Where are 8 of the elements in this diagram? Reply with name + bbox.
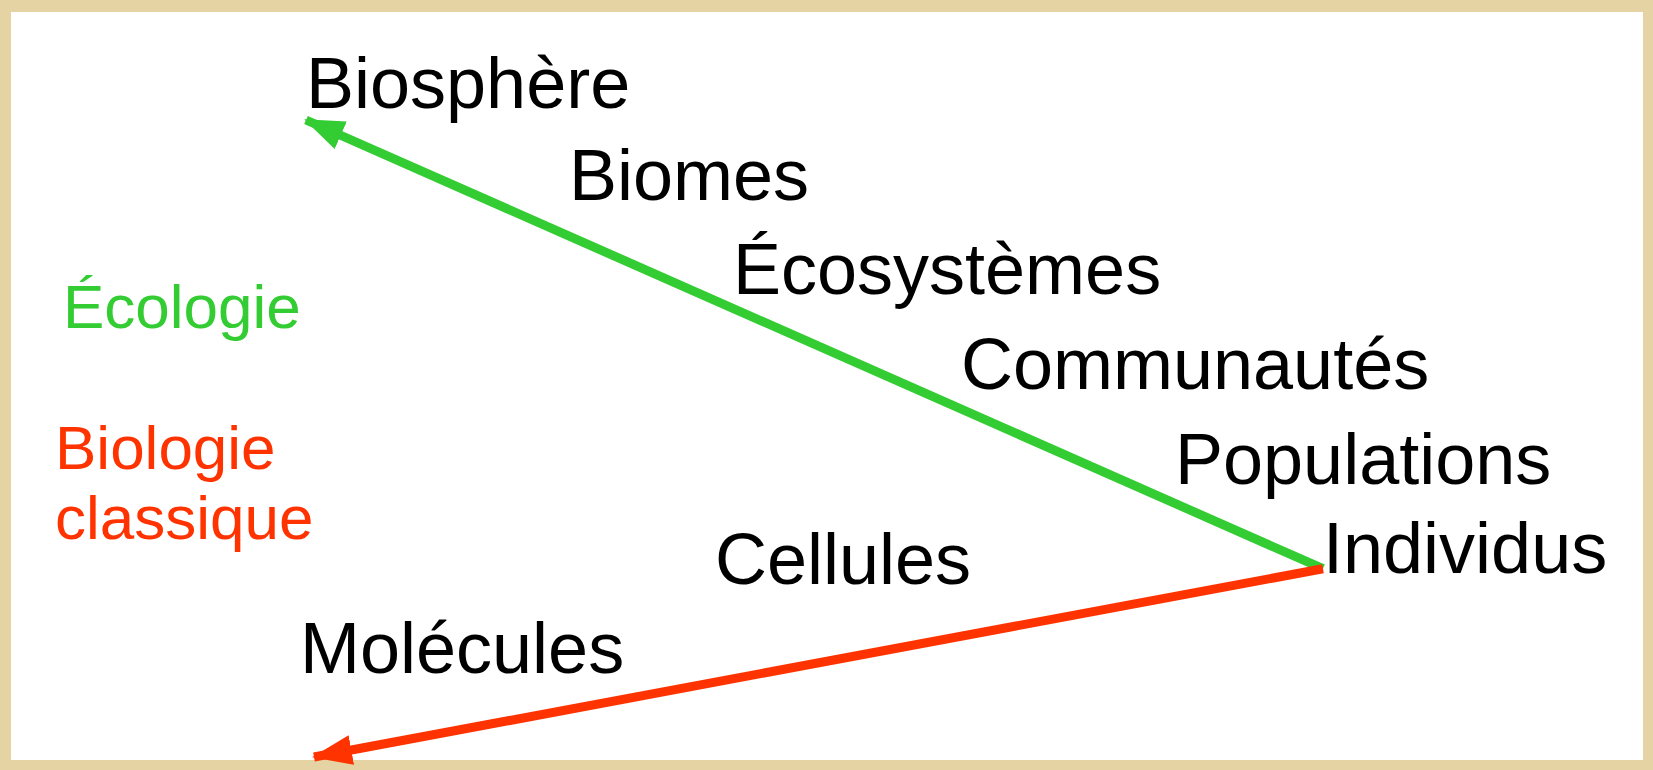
- level-label: Biomes: [569, 138, 810, 212]
- field-label: Écologie: [63, 272, 301, 342]
- level-label: Communautés: [961, 327, 1430, 401]
- level-label: Individus: [1323, 511, 1608, 585]
- field-label: Biologie classique: [55, 413, 315, 553]
- level-label: Cellules: [715, 522, 972, 596]
- arrow: [312, 564, 1324, 765]
- level-label: Molécules: [300, 611, 625, 685]
